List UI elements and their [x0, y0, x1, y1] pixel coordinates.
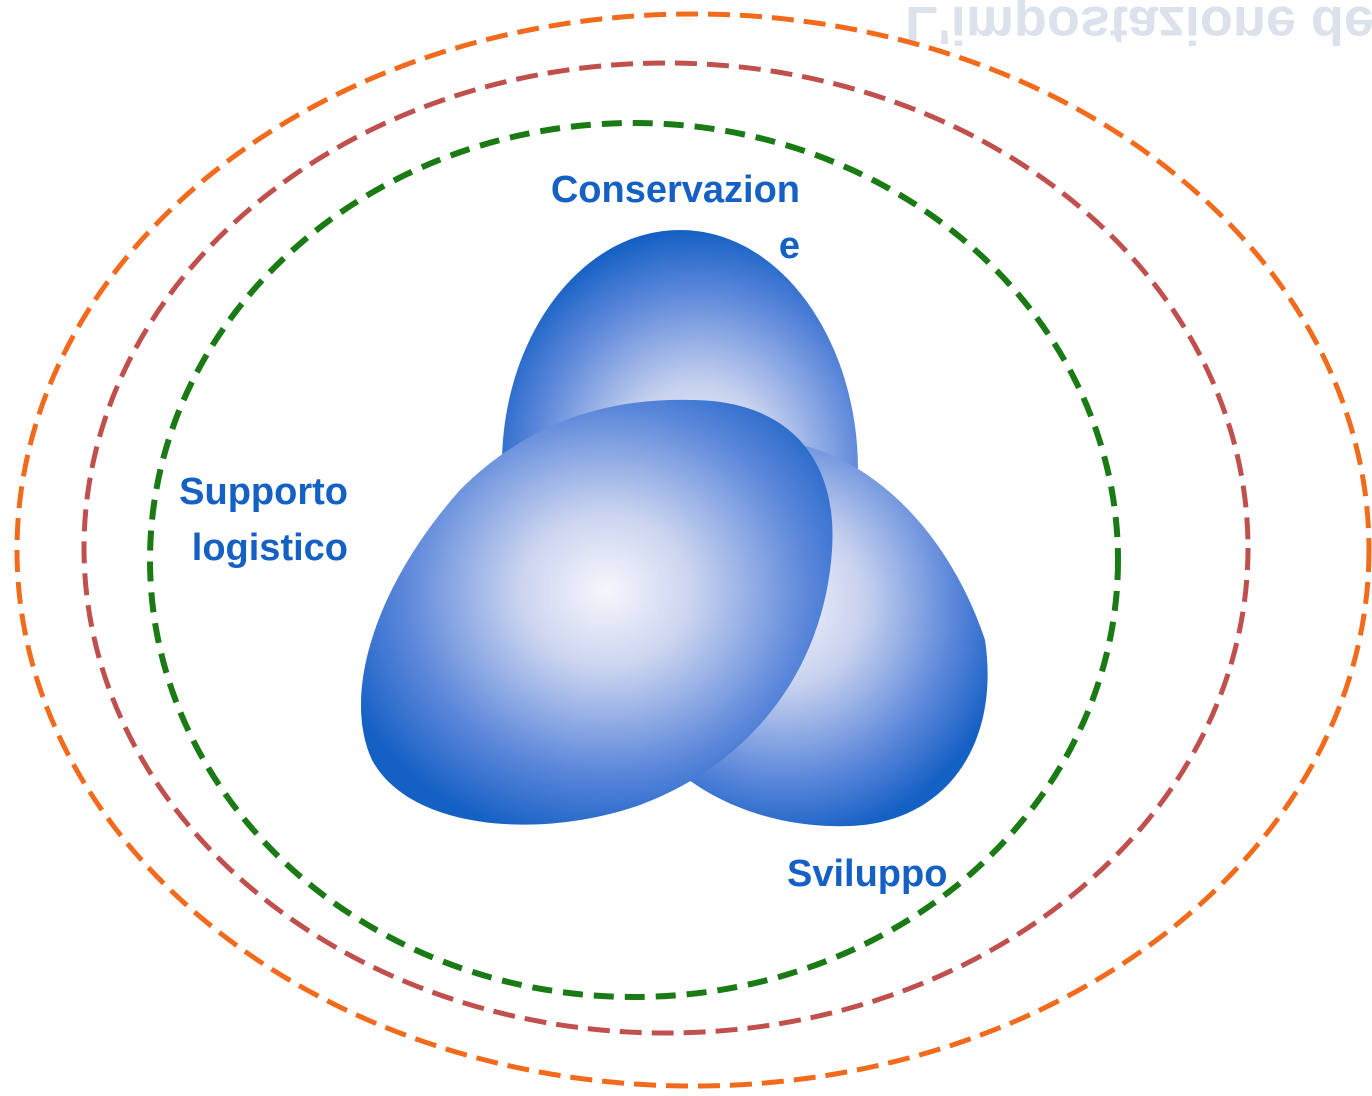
middle-ring	[81, 60, 1251, 1036]
conservazione-label: Conservazion e	[540, 162, 800, 274]
conservazione-label-line-1: Conservazion	[550, 169, 800, 211]
supporto-label-line-1: Supporto	[179, 471, 348, 513]
inner-ring	[147, 120, 1121, 1000]
sviluppo-label: Sviluppo	[787, 853, 948, 895]
supporto-logistico-label: Supporto logistico	[150, 464, 348, 576]
supporto-lobe	[360, 399, 833, 825]
conservazione-label-line-2: e	[778, 225, 800, 267]
outer-ring	[14, 11, 1372, 1089]
supporto-label-line-2: logistico	[191, 527, 348, 569]
